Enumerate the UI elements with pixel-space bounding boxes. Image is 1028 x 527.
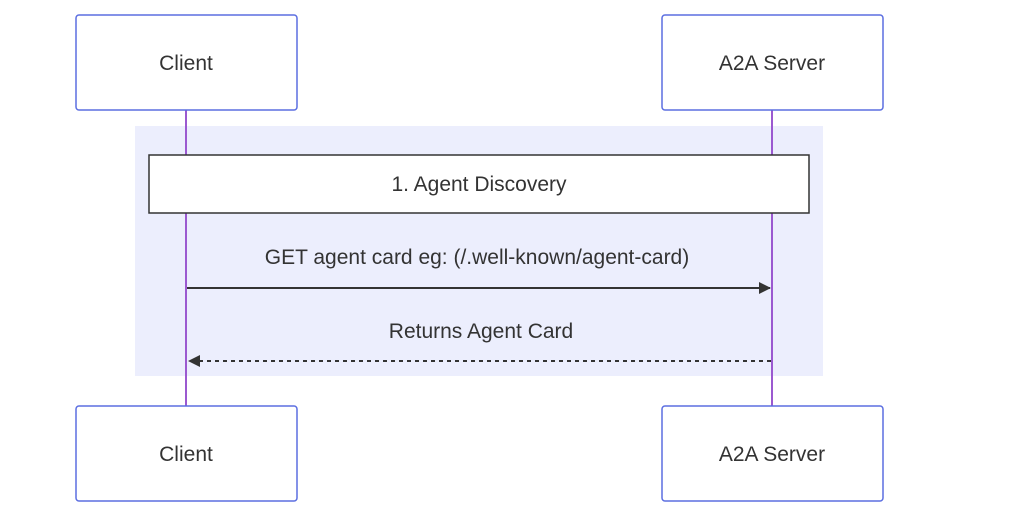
note-label: 1. Agent Discovery xyxy=(391,173,567,196)
client-actor-top-label: Client xyxy=(159,52,213,75)
message-returns-agent-card-label: Returns Agent Card xyxy=(389,320,573,343)
note-agent-discovery: 1. Agent Discovery xyxy=(148,154,810,214)
client-actor-bottom-label: Client xyxy=(159,443,213,466)
server-actor-bottom: A2A Server xyxy=(661,405,884,502)
client-actor-top: Client xyxy=(75,14,298,111)
message-get-agent-card-label: GET agent card eg: (/.well-known/agent-c… xyxy=(265,246,689,269)
server-actor-bottom-label: A2A Server xyxy=(719,443,825,466)
client-actor-bottom: Client xyxy=(75,405,298,502)
server-actor-top: A2A Server xyxy=(661,14,884,111)
server-actor-top-label: A2A Server xyxy=(719,52,825,75)
